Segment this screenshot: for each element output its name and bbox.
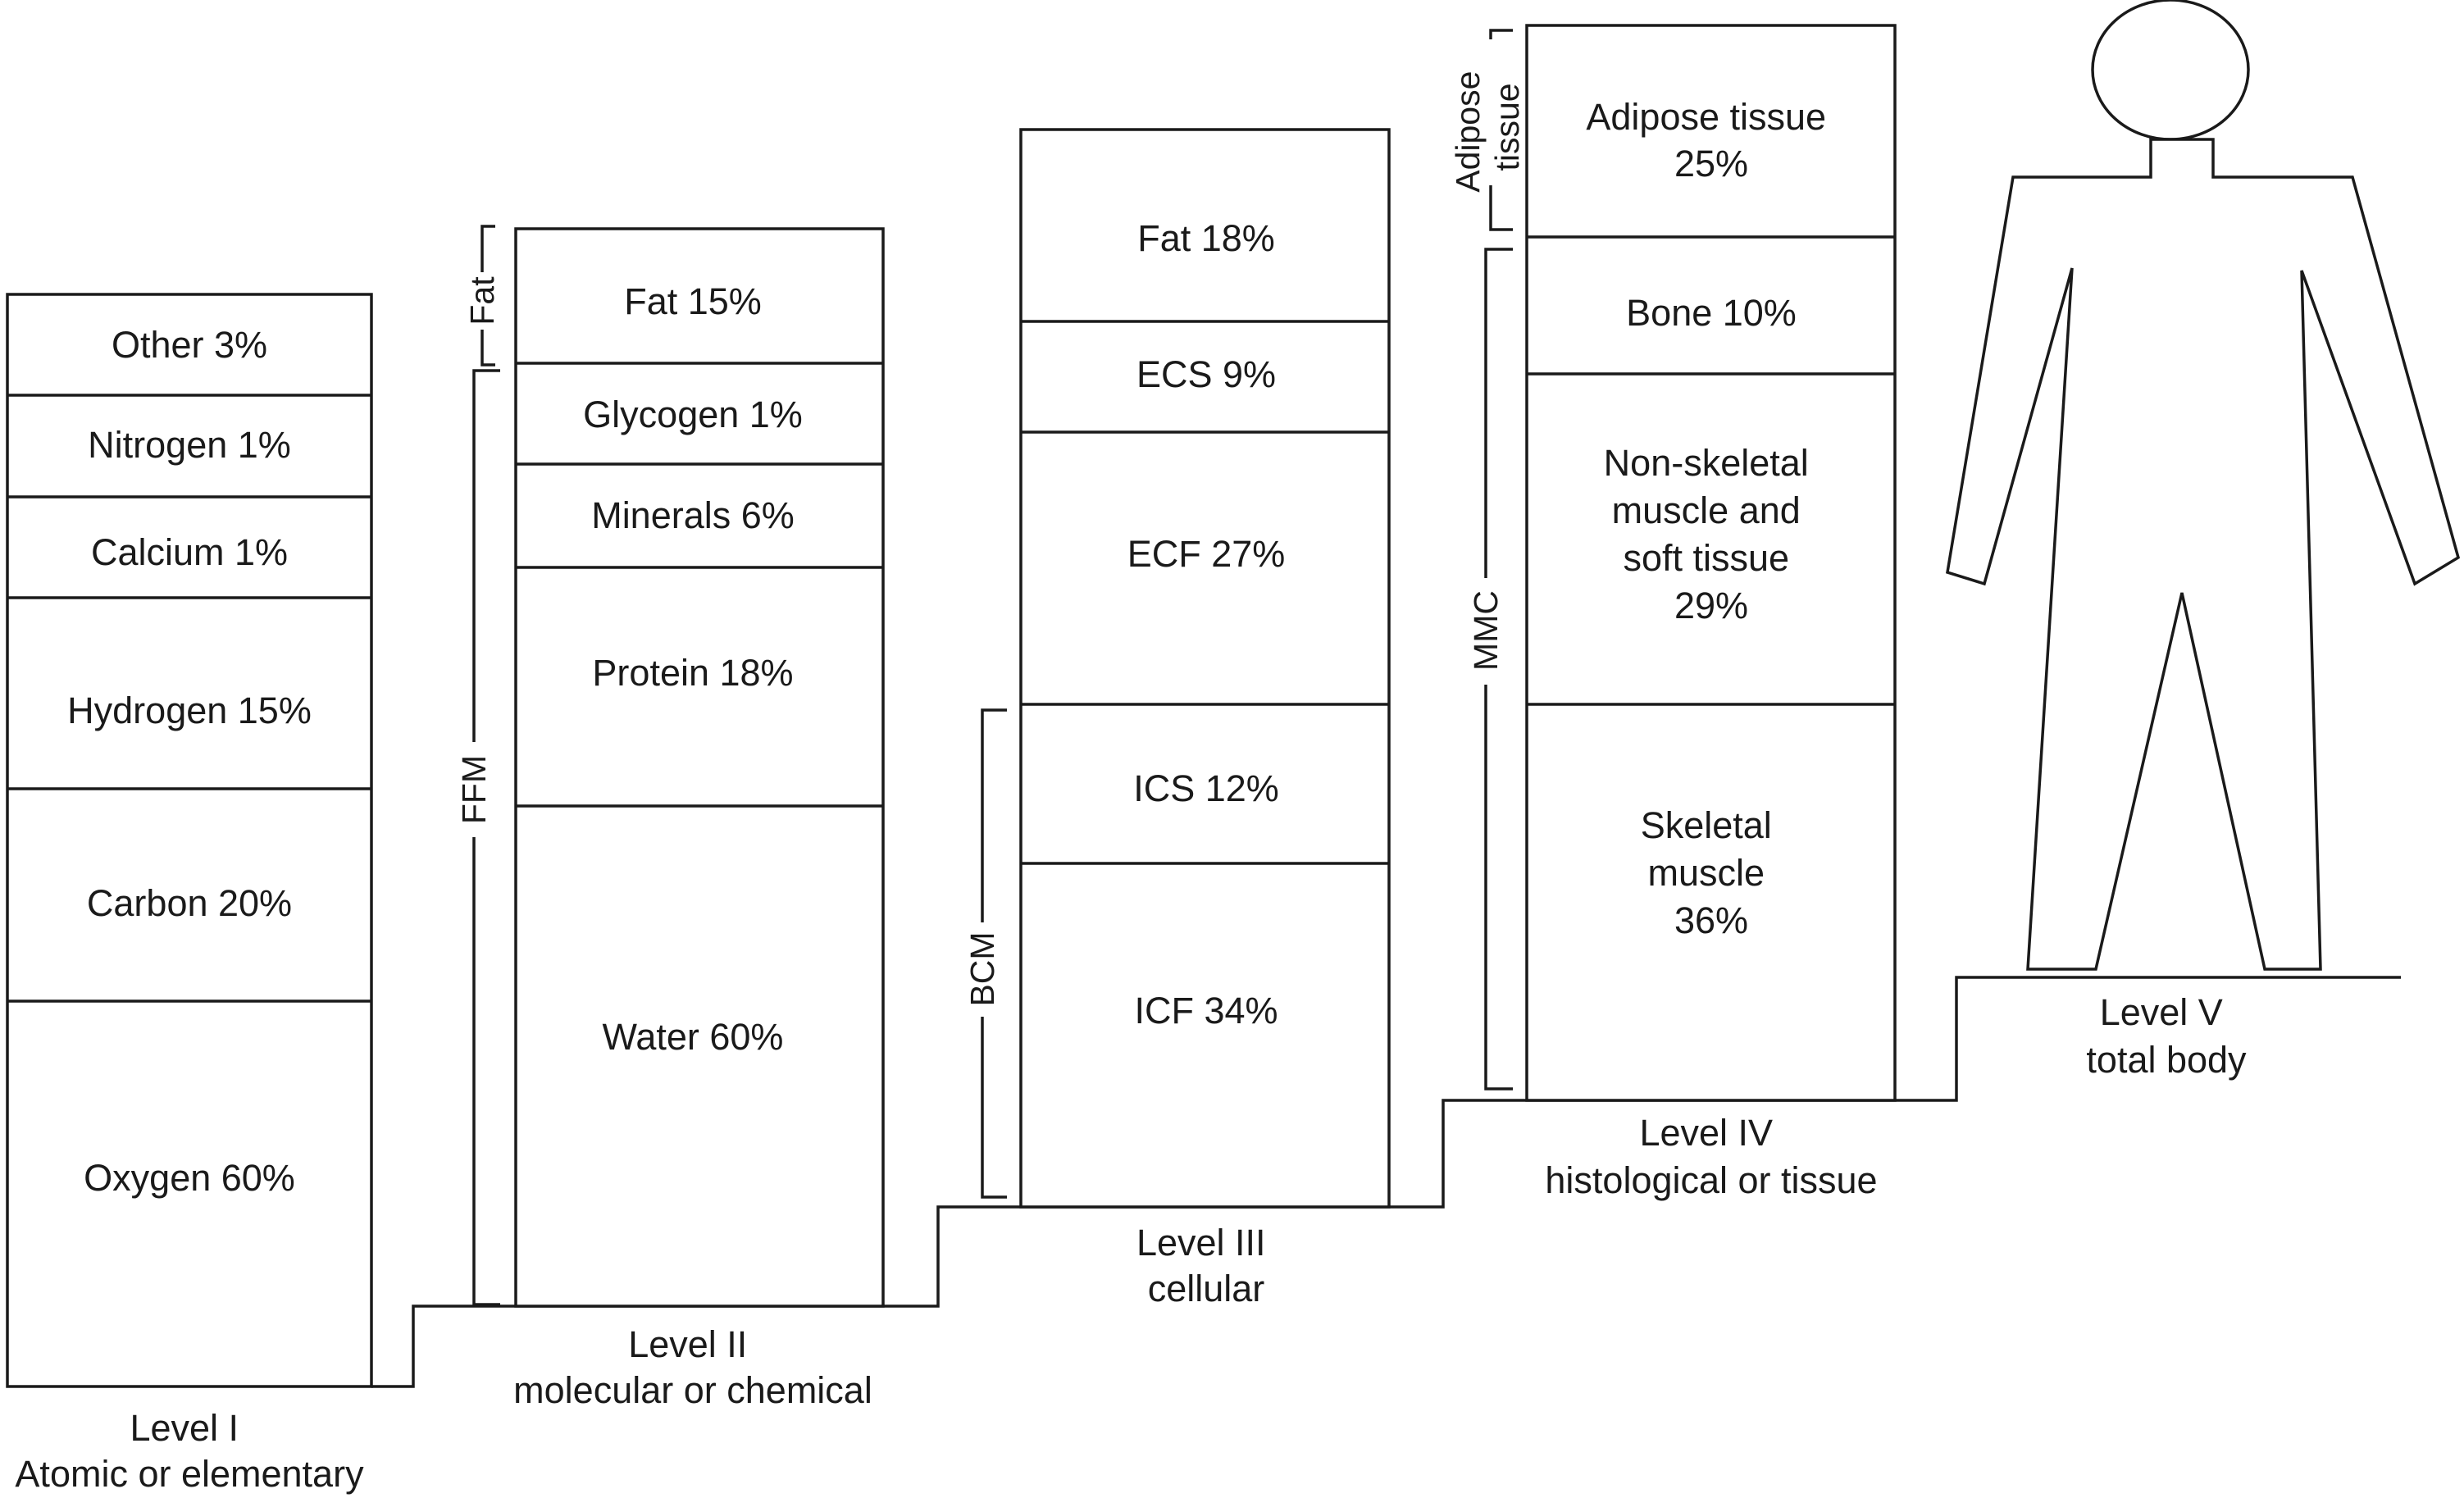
- level-2-caption: Level II molecular or chemical: [513, 1323, 872, 1411]
- segment-label-non-skeletal-muscle: Non-skeletal muscle and soft tissue 29%: [1604, 442, 1820, 626]
- adipose-tissue-bracket: Adipose tissue: [1449, 29, 1526, 231]
- bracket-line: [1484, 248, 1513, 578]
- level-1-column: Other 3% Nitrogen 1% Calcium 1% Hydrogen…: [6, 293, 373, 1495]
- level-2-stack: [514, 227, 885, 1308]
- figure-head: [2091, 0, 2250, 141]
- bracket-line: [1484, 685, 1513, 1090]
- bracket-line: [981, 1017, 1007, 1199]
- level-4-caption: Level IV histological or tissue: [1545, 1112, 1877, 1201]
- level-1-caption: Level I Atomic or elementary: [15, 1407, 364, 1495]
- level-4-column: Adipose tissue 25% Bone 10% Non-skeletal…: [1449, 24, 1897, 1201]
- segment-label-bone: Bone 10%: [1626, 292, 1797, 334]
- mmc-bracket: MMC: [1467, 248, 1513, 1090]
- level-3-stack: [1019, 128, 1391, 1209]
- level-3-caption: Level III cellular: [1136, 1222, 1276, 1309]
- level-4-stack: [1525, 24, 1897, 1102]
- segment-label-water: Water 60%: [603, 1016, 784, 1058]
- ffm-bracket: FFM: [455, 369, 500, 1306]
- segment-label-fat: Fat 18%: [1137, 217, 1275, 259]
- bracket-line: [481, 225, 495, 272]
- level-5-caption: Level V total body: [2086, 991, 2247, 1081]
- segment-label-hydrogen: Hydrogen 15%: [67, 690, 312, 731]
- segment-label-calcium: Calcium 1%: [91, 531, 288, 573]
- bracket-line: [481, 330, 495, 367]
- segment-label-nitrogen: Nitrogen 1%: [88, 424, 291, 466]
- segment-label-skeletal-muscle: Skeletal muscle 36%: [1641, 804, 1783, 941]
- segment-label-carbon: Carbon 20%: [87, 882, 292, 924]
- bcm-bracket: BCM: [963, 708, 1007, 1199]
- segment-label-glycogen: Glycogen 1%: [583, 394, 803, 435]
- bracket-line: [472, 369, 500, 742]
- segment-label-minerals: Minerals 6%: [591, 494, 795, 536]
- segment-label-fat: Fat 15%: [624, 280, 762, 322]
- bracket-line: [981, 708, 1007, 922]
- human-body-outline-icon: [1946, 0, 2461, 971]
- segment-label-other: Other 3%: [112, 324, 267, 366]
- ffm-bracket-label: FFM: [455, 755, 493, 824]
- bracket-line: [1489, 185, 1513, 231]
- segment-label-ecs: ECS 9%: [1136, 353, 1276, 395]
- segment-label-adipose-tissue: Adipose tissue 25%: [1586, 96, 1836, 184]
- mmc-bracket-label: MMC: [1467, 590, 1505, 671]
- level-1-stack: [6, 293, 373, 1388]
- bracket-line: [472, 837, 500, 1306]
- bracket-line: [1489, 29, 1513, 39]
- level-2-column: Fat 15% Glycogen 1% Minerals 6% Protein …: [455, 225, 885, 1411]
- segment-label-oxygen: Oxygen 60%: [84, 1157, 295, 1199]
- level-3-column: Fat 18% ECS 9% ECF 27% ICS 12% ICF 34% B…: [963, 128, 1391, 1309]
- segment-label-icf: ICF 34%: [1134, 990, 1278, 1031]
- level-5-figure: Level V total body: [1946, 0, 2461, 1081]
- fat-bracket-label: Fat: [463, 276, 501, 326]
- segment-label-ics: ICS 12%: [1133, 767, 1279, 809]
- segment-label-ecf: ECF 27%: [1127, 533, 1286, 575]
- bcm-bracket-label: BCM: [963, 931, 1001, 1006]
- figure-body: [1946, 138, 2461, 971]
- adipose-tissue-bracket-label: Adipose tissue: [1449, 61, 1526, 193]
- fat-bracket: Fat: [463, 225, 501, 367]
- segment-label-protein: Protein 18%: [592, 652, 793, 694]
